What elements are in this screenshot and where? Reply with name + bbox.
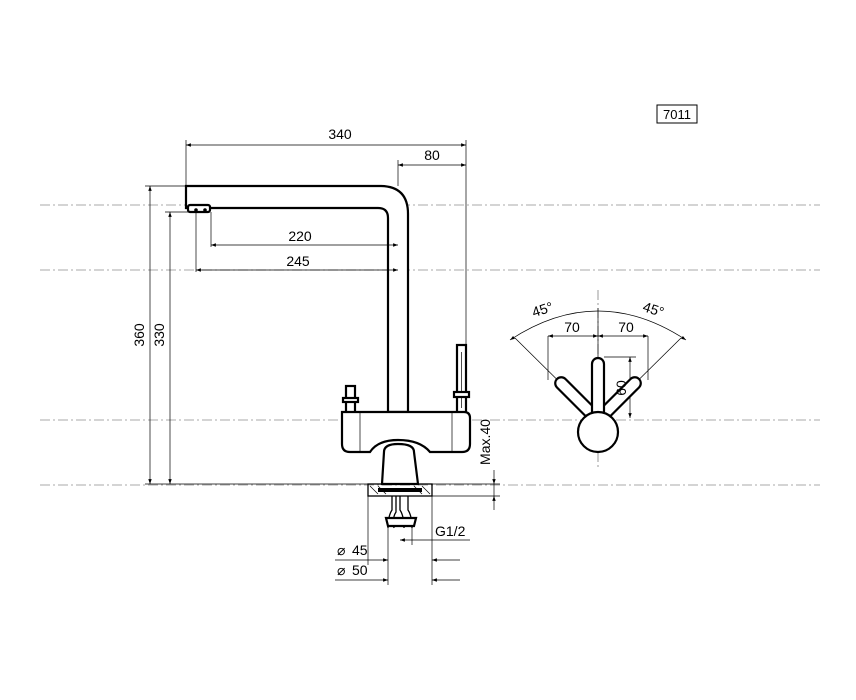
faucet-top-view: [509, 308, 687, 454]
neck: [380, 442, 420, 486]
angle-right: 45°: [641, 298, 666, 320]
dim-50: 50: [352, 562, 368, 578]
angle-left: 45°: [530, 298, 555, 320]
top-view-center-lever: [590, 356, 606, 420]
dimension-lines: [145, 140, 500, 585]
dim-220: 220: [288, 228, 312, 244]
supply-hoses: [387, 496, 413, 529]
dim-80: 80: [424, 147, 440, 163]
dim-45: 45: [352, 542, 368, 558]
spout: [184, 184, 410, 414]
dim-245: 245: [286, 253, 310, 269]
dim-lever-left: 70: [564, 319, 580, 335]
dim-360: 360: [131, 323, 147, 347]
dim-lever-height: 60: [613, 380, 629, 396]
dim-340: 340: [328, 126, 352, 142]
faucet-side-view: [184, 184, 472, 529]
model-label: 7011: [656, 104, 698, 124]
top-view-body: [576, 410, 620, 454]
diameter-symbol-50: ⌀: [337, 562, 345, 578]
valve-body: [340, 410, 472, 454]
dim-330: 330: [151, 323, 167, 347]
aerator: [186, 203, 212, 214]
dim-g1-2: G1/2: [435, 523, 466, 539]
model-number: 7011: [663, 107, 691, 122]
top-view-labels: 45° 45° 70 70 60: [530, 298, 666, 395]
dimension-labels: 340 80 220 245 360 330 Max.40 G1/2 ⌀ 45 …: [131, 126, 493, 578]
dim-max-40: Max.40: [477, 419, 493, 465]
dim-lever-right: 70: [618, 319, 634, 335]
diameter-symbol-45: ⌀: [337, 542, 345, 558]
